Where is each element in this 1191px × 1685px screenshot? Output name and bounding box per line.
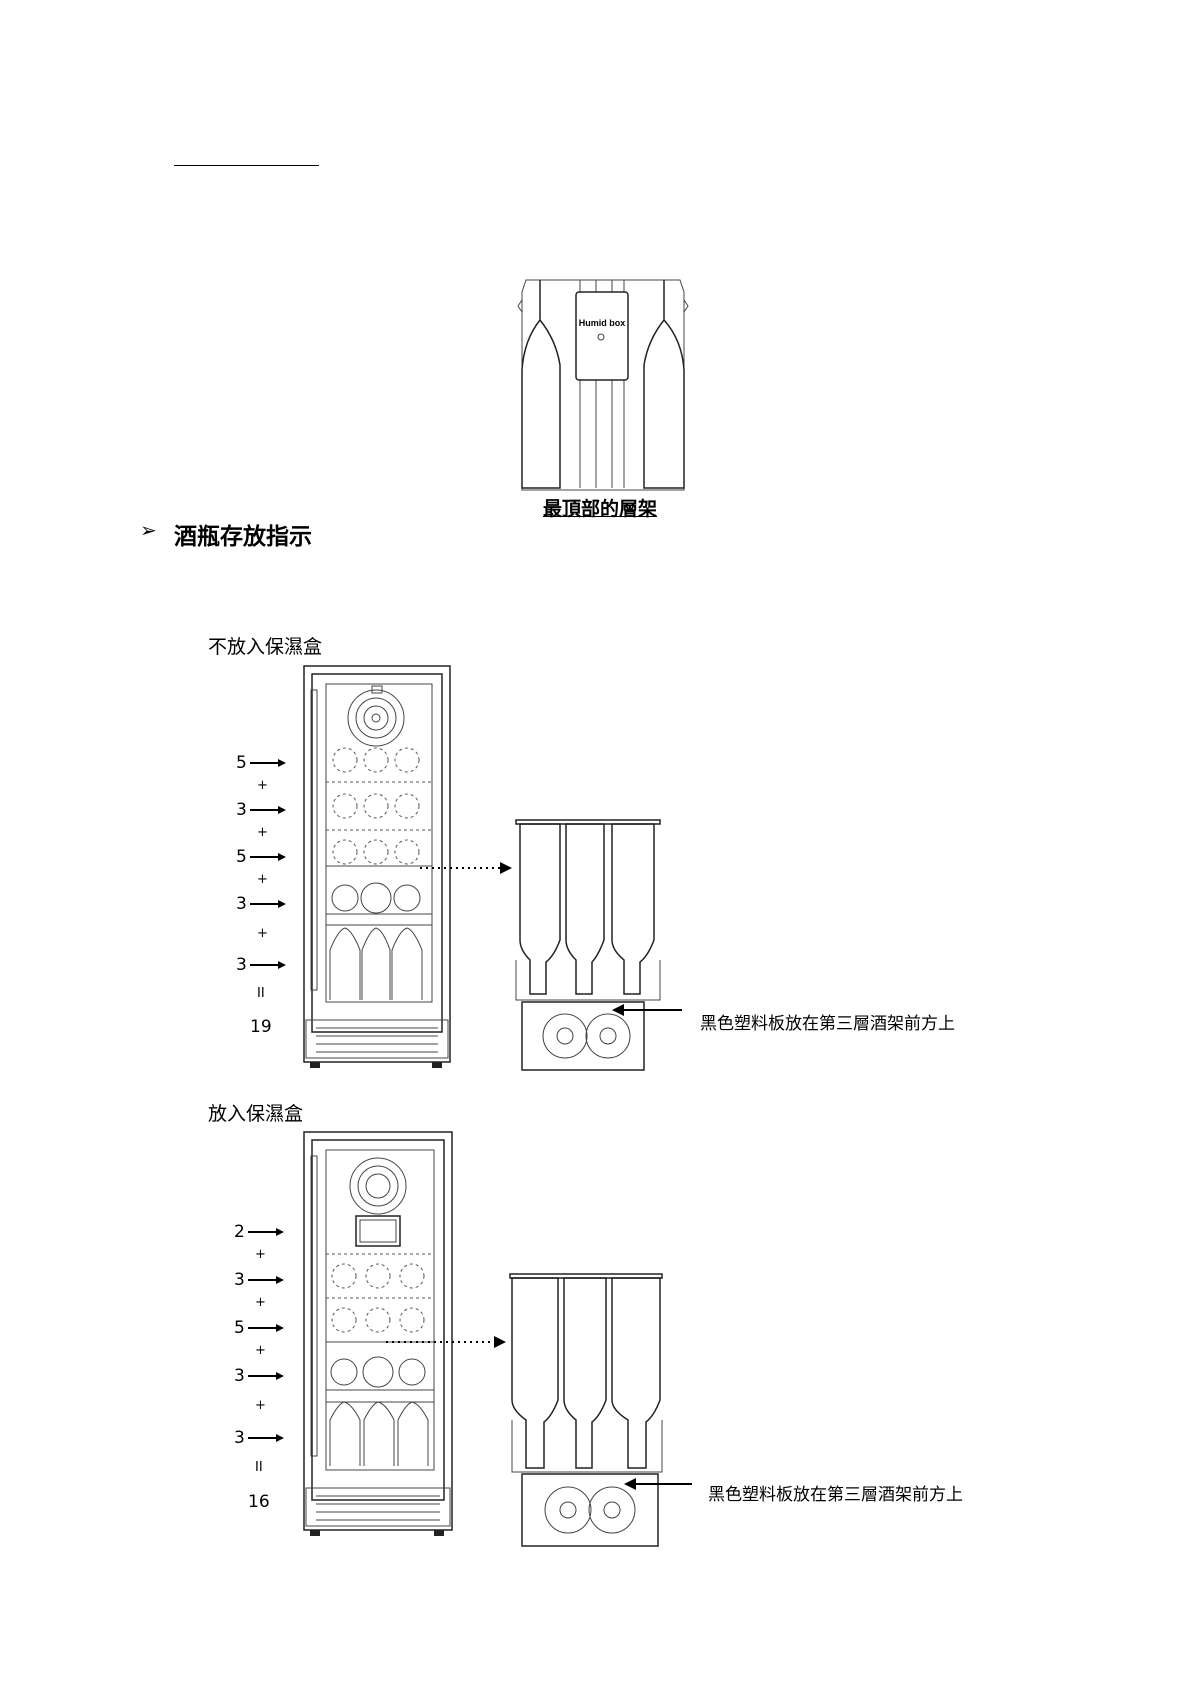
count-plus: +	[255, 1398, 266, 1413]
shelf-side-view	[516, 820, 660, 1070]
without-box-annotation: 黑色塑料板放在第三層酒架前方上	[700, 1009, 955, 1034]
wine-cooler-front	[304, 1132, 452, 1536]
count-arrows	[250, 759, 286, 969]
count-row-3: 5	[234, 1318, 245, 1338]
count-plus: +	[257, 778, 268, 793]
top-rule	[174, 165, 319, 166]
humid-box-label: Humid box	[576, 318, 628, 328]
with-box-annotation: 黑色塑料板放在第三層酒架前方上	[708, 1480, 963, 1505]
count-equals: II	[257, 986, 265, 1001]
count-total: 16	[248, 1492, 270, 1512]
top-shelf-drawing	[518, 280, 688, 490]
count-row-5: 3	[234, 1428, 245, 1448]
count-plus: +	[257, 926, 268, 941]
count-plus: +	[257, 872, 268, 887]
count-arrows	[248, 1228, 284, 1442]
count-plus: +	[255, 1295, 266, 1310]
count-plus: +	[255, 1247, 266, 1262]
section-heading: 酒瓶存放指示	[174, 517, 312, 551]
count-row-3: 5	[236, 847, 247, 867]
count-plus: +	[257, 825, 268, 840]
count-row-1: 5	[236, 753, 247, 773]
count-row-1: 2	[234, 1222, 245, 1242]
count-row-5: 3	[236, 955, 247, 975]
count-plus: +	[255, 1343, 266, 1358]
count-equals: II	[255, 1460, 263, 1475]
count-row-4: 3	[236, 894, 247, 914]
count-row-2: 3	[236, 800, 247, 820]
count-total: 19	[250, 1017, 272, 1037]
count-row-2: 3	[234, 1270, 245, 1290]
shelf-caption: 最頂部的層架	[520, 494, 680, 521]
with-box-label: 放入保濕盒	[208, 1099, 303, 1126]
bullet-icon: ➢	[140, 518, 157, 542]
without-box-label: 不放入保濕盒	[208, 632, 322, 659]
wine-cooler-front	[304, 666, 450, 1068]
shelf-side-view	[510, 1274, 662, 1546]
count-row-4: 3	[234, 1366, 245, 1386]
